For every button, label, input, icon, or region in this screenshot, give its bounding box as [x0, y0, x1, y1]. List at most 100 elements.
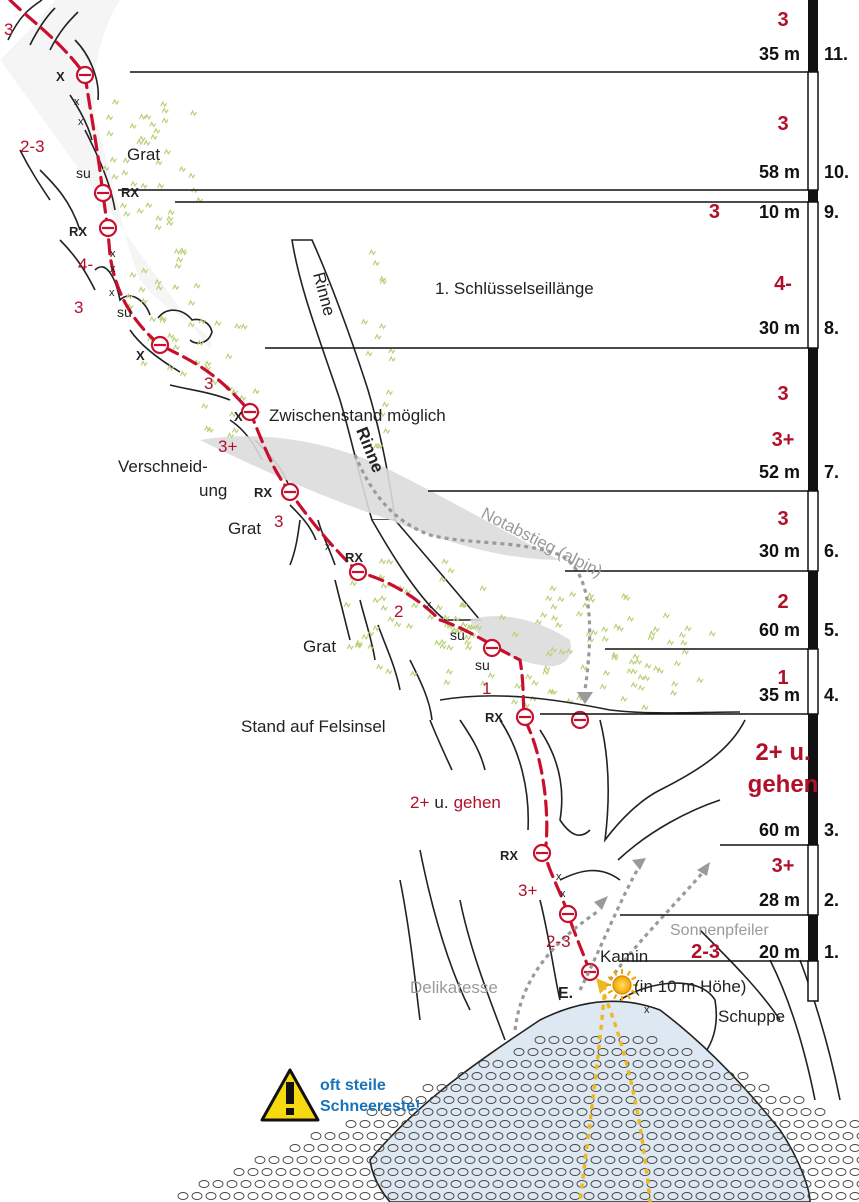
grass-tuft — [146, 203, 152, 207]
grass-tuft — [642, 705, 648, 709]
grass-tuft — [602, 637, 608, 641]
grass-tuft — [362, 635, 368, 639]
route-grade-3-b: 3 — [204, 374, 213, 393]
grass-tuft — [141, 184, 147, 188]
scree-pebble — [388, 1121, 398, 1128]
scree-pebble — [269, 1181, 279, 1188]
scree-pebble — [276, 1193, 286, 1200]
scree-pebble — [311, 1133, 321, 1140]
warning-icon — [262, 1070, 318, 1120]
scree-pebble — [787, 1109, 797, 1116]
scree-pebble — [815, 1109, 825, 1116]
grass-tuft — [141, 299, 147, 303]
grass-tuft — [177, 258, 183, 262]
label-kamin: Kamin — [600, 947, 648, 966]
label-delikatesse: Delikatesse — [410, 978, 498, 997]
grass-tuft — [682, 650, 688, 654]
scree-pebble — [318, 1193, 328, 1200]
pitch-grade: gehen — [748, 771, 819, 798]
label-grat-1: Grat — [127, 145, 160, 164]
pitch-grade: 2-3 — [691, 941, 720, 963]
grass-tuft — [368, 645, 374, 649]
route-grade-3-a: 3 — [74, 298, 83, 317]
scree-pebble — [297, 1181, 307, 1188]
scree-pebble — [850, 1145, 859, 1152]
scree-pebble — [794, 1097, 804, 1104]
grass-tuft — [126, 294, 132, 298]
grass-tuft — [387, 560, 393, 564]
pitch-number: 3. — [824, 820, 839, 840]
pitch-number: 6. — [824, 541, 839, 561]
grass-tuft — [373, 598, 379, 602]
grass-tuft — [232, 428, 238, 432]
grass-tuft — [373, 261, 379, 265]
scree-pebble — [339, 1133, 349, 1140]
grass-tuft — [181, 372, 187, 376]
scree-pebble — [290, 1145, 300, 1152]
grass-tuft — [350, 581, 356, 585]
marker-RX-3: RX — [254, 485, 272, 500]
grass-tuft — [412, 603, 418, 607]
grass-areas — [103, 100, 715, 709]
scree-pebble — [759, 1085, 769, 1092]
scree-pebble — [276, 1169, 286, 1176]
scree-pebble — [346, 1193, 356, 1200]
marker-x-2: x — [78, 116, 84, 128]
grass-tuft — [156, 216, 162, 220]
grass-tuft — [645, 664, 651, 668]
grass-tuft — [110, 158, 116, 162]
grass-tuft — [253, 389, 259, 393]
pitch-length: 58 m — [759, 162, 800, 182]
grass-tuft — [558, 597, 564, 601]
rock-ridge — [0, 0, 485, 770]
warning-text-2: Schneereste! — [320, 1098, 421, 1115]
pitch-grade: 1 — [777, 667, 788, 689]
pitch-number: 2. — [824, 890, 839, 910]
scree-pebble — [843, 1133, 853, 1140]
scree-pebble — [829, 1157, 839, 1164]
scree-pebble — [297, 1157, 307, 1164]
grass-tuft — [155, 225, 161, 229]
grass-tuft — [235, 324, 241, 328]
pitch-length: 30 m — [759, 541, 800, 561]
scree-pebble — [178, 1193, 188, 1200]
label-schluessel: 1. Schlüsselseillänge — [435, 279, 594, 298]
grass-tuft — [631, 683, 637, 687]
grass-tuft — [428, 615, 434, 619]
scree-pebble — [780, 1097, 790, 1104]
scree-pebble — [738, 1073, 748, 1080]
label-verschneidung-1: Verschneid- — [118, 457, 208, 476]
scree-pebble — [794, 1145, 804, 1152]
grass-tuft — [161, 102, 167, 106]
pitch-length: 30 m — [759, 318, 800, 338]
label-grat-3: Grat — [303, 637, 336, 656]
label-stand-felsinsel: Stand auf Felsinsel — [241, 717, 386, 736]
scree-pebble — [311, 1157, 321, 1164]
pitch-length: 28 m — [759, 890, 800, 910]
pitch-number: 9. — [824, 202, 839, 222]
grass-tuft — [668, 640, 674, 644]
grass-tuft — [709, 632, 715, 636]
scree-pebble — [360, 1169, 370, 1176]
marker-su-2: su — [117, 304, 132, 320]
grass-tuft — [191, 111, 197, 115]
grass-tuft — [172, 338, 178, 342]
pitch-number: 11. — [824, 44, 848, 64]
grass-tuft — [480, 586, 486, 590]
grass-tuft — [577, 612, 583, 616]
marker-x-3: x — [110, 248, 116, 260]
scree-pebble — [353, 1133, 363, 1140]
marker-X-3: X — [234, 409, 243, 424]
grass-tuft — [188, 323, 194, 327]
grass-tuft — [189, 174, 195, 178]
grass-tuft — [395, 622, 401, 626]
grass-tuft — [550, 586, 556, 590]
scree-pebble — [815, 1133, 825, 1140]
pitch-grade: 3 — [777, 508, 788, 530]
scree-pebble — [227, 1181, 237, 1188]
grass-tuft — [389, 357, 395, 361]
scree-pebble — [822, 1145, 832, 1152]
scree-pebble — [766, 1097, 776, 1104]
grass-tuft — [162, 118, 168, 122]
scree-pebble — [353, 1181, 363, 1188]
